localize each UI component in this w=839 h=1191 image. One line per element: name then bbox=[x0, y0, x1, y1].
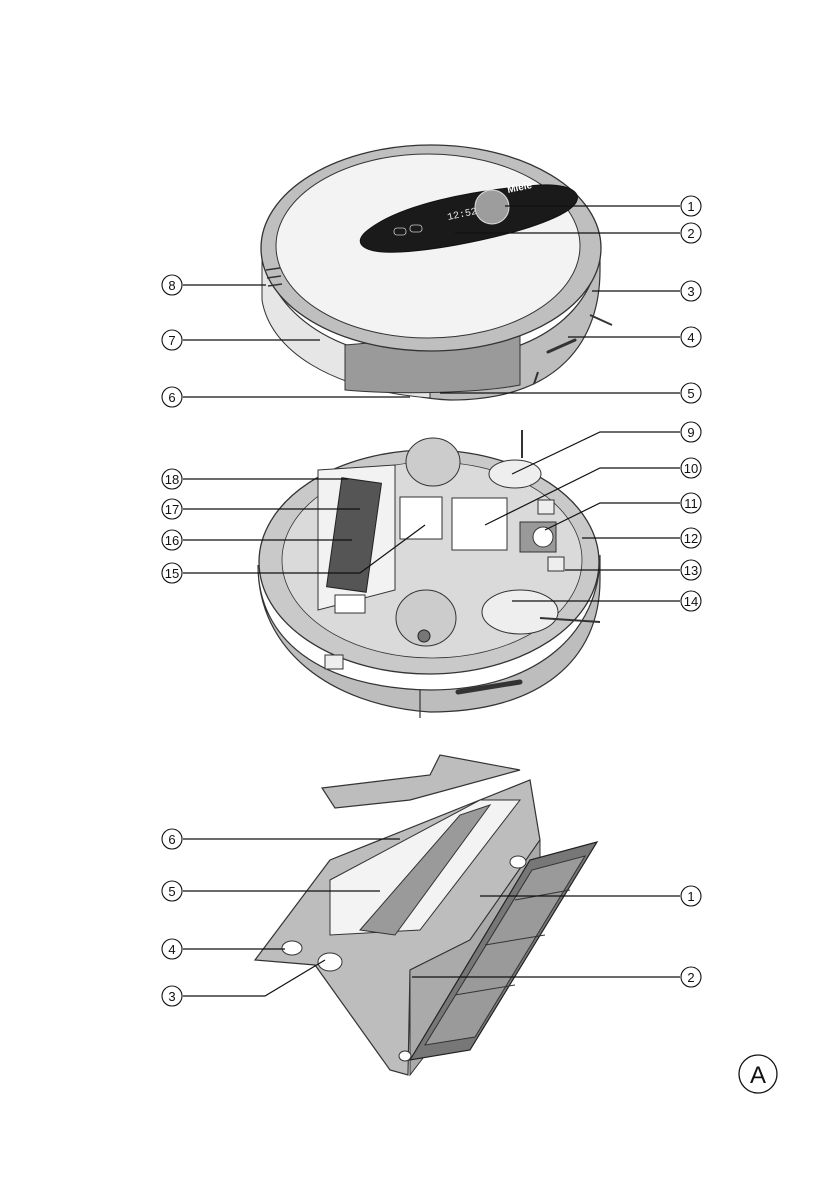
callout-bottom-12-label: 12 bbox=[684, 531, 698, 546]
callout-bottom-12: 12 bbox=[582, 527, 702, 549]
figure-label-text: A bbox=[750, 1062, 766, 1089]
callout-bottom-16: 16 bbox=[161, 529, 352, 551]
callout-top-2: 2 bbox=[455, 222, 702, 244]
callout-bottom-15: 15 bbox=[161, 524, 426, 584]
callout-bottom-18: 18 bbox=[161, 468, 348, 490]
callout-top-1-label: 1 bbox=[687, 199, 694, 214]
callout-top-4: 4 bbox=[568, 326, 702, 348]
callout-top-7-label: 7 bbox=[168, 333, 175, 348]
callout-group-bottom: 9 10 11 12 13 14 18 bbox=[161, 421, 702, 612]
callout-top-7: 7 bbox=[161, 329, 320, 351]
callout-top-6: 6 bbox=[161, 386, 410, 408]
figure-label: A bbox=[738, 1054, 778, 1094]
brand-logo-text: Miele bbox=[506, 180, 533, 196]
callout-bottom-10-label: 10 bbox=[684, 461, 698, 476]
callout-dust-4: 4 bbox=[161, 938, 285, 960]
callout-dust-1: 1 bbox=[480, 885, 702, 907]
callout-top-1: 1 bbox=[505, 195, 702, 217]
callout-top-3: 3 bbox=[592, 280, 702, 302]
callout-bottom-10: 10 bbox=[484, 457, 702, 526]
callout-top-8: 8 bbox=[161, 274, 266, 296]
callout-top-2-label: 2 bbox=[687, 226, 694, 241]
callout-bottom-17-label: 17 bbox=[165, 502, 179, 517]
callout-top-5-label: 5 bbox=[687, 386, 694, 401]
callout-bottom-13-label: 13 bbox=[684, 563, 698, 578]
callout-bottom-11-label: 11 bbox=[684, 496, 698, 511]
callout-bottom-18-label: 18 bbox=[165, 472, 179, 487]
callout-dust-6: 6 bbox=[161, 828, 400, 850]
callout-dust-4-label: 4 bbox=[168, 942, 175, 957]
callout-top-5: 5 bbox=[440, 382, 702, 404]
callout-dust-2: 2 bbox=[412, 966, 702, 988]
callout-dust-3-label: 3 bbox=[168, 989, 175, 1004]
callout-bottom-13: 13 bbox=[565, 559, 702, 581]
dust-container bbox=[253, 754, 599, 1077]
callout-bottom-15-label: 15 bbox=[165, 566, 179, 581]
callout-dust-2-label: 2 bbox=[687, 970, 694, 985]
callout-dust-5: 5 bbox=[161, 880, 380, 902]
callout-dust-5-label: 5 bbox=[168, 884, 175, 899]
callout-dust-6-label: 6 bbox=[168, 832, 175, 847]
callout-dust-1-label: 1 bbox=[687, 889, 694, 904]
callout-top-3-label: 3 bbox=[687, 284, 694, 299]
robot-bottom-view bbox=[257, 430, 601, 718]
callout-bottom-14-label: 14 bbox=[684, 594, 698, 609]
callout-group-top: 1 2 3 4 5 8 7 bbox=[161, 195, 702, 408]
callout-top-4-label: 4 bbox=[687, 330, 694, 345]
callout-bottom-14: 14 bbox=[512, 590, 702, 612]
callout-bottom-16-label: 16 bbox=[165, 533, 179, 548]
callout-bottom-17: 17 bbox=[161, 498, 360, 520]
callout-top-6-label: 6 bbox=[168, 390, 175, 405]
callout-bottom-9: 9 bbox=[511, 421, 702, 475]
callout-bottom-9-label: 9 bbox=[687, 425, 694, 440]
callout-top-8-label: 8 bbox=[168, 278, 175, 293]
robot-top-view: Miele 12:52 bbox=[260, 144, 613, 401]
callout-group-dust: 6 5 4 3 1 2 bbox=[161, 828, 702, 1007]
callout-bottom-11: 11 bbox=[544, 492, 702, 531]
callout-dust-3: 3 bbox=[161, 959, 326, 1007]
